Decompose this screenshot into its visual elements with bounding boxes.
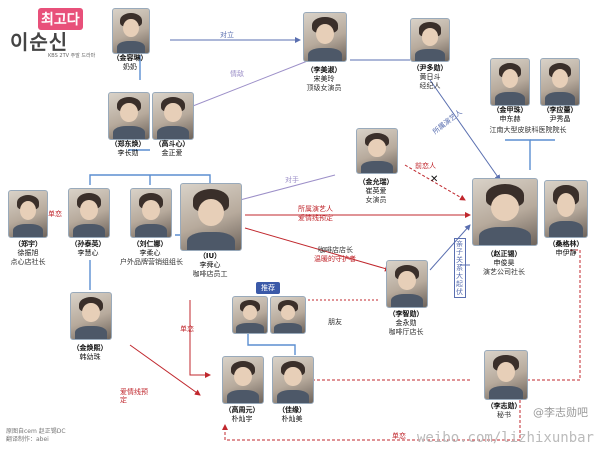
portrait-sang-ge-lin [544, 180, 588, 238]
portrait-gao-zhou-yuan [222, 356, 264, 404]
label-shouhuzhe: 温暖的守护者 [314, 255, 356, 263]
label-qianlianren: 前恋人 [415, 162, 436, 170]
caption-gao-dou-xin: （高斗心）金正爱 [154, 140, 190, 157]
portrait-parent-right [270, 296, 306, 334]
label-aiqingxian2: 爱情线预定 [120, 388, 148, 404]
edge-aiqingxian2 [129, 344, 201, 396]
label-duishou: 对手 [285, 176, 299, 184]
portrait-gao-dou-xin [152, 92, 194, 140]
caption-grandma: （金容琳）奶奶 [112, 54, 148, 71]
caption-li-zhi-xun: （李智勋）金永勋咖啡厅店长 [388, 310, 424, 336]
broken-cross-icon: ✕ [430, 174, 439, 185]
edge-kafei [244, 227, 391, 272]
label-danlian2: 单恋 [180, 325, 194, 333]
family-bottom [247, 330, 296, 355]
portrait-sun-tai-ying [68, 188, 110, 238]
edge-kim-zhao [429, 224, 471, 271]
caption-yin-duo-xun: （尹多勋）黄日斗经纪人 [412, 64, 448, 90]
portrait-li-zhi-xun [386, 260, 428, 308]
portrait-iu [180, 183, 242, 251]
label-guanxi: 情敌 [230, 70, 244, 78]
caption-li-mei-shu: （李美淑）宋美玲顶级女演员 [306, 66, 342, 92]
portrait-zheng-yu [8, 190, 48, 238]
portrait-zheng-dong-huan [108, 92, 150, 140]
portrait-jia-yuan [272, 356, 314, 404]
caption-zheng-dong-huan: （郑东焕）李长勋 [110, 140, 146, 157]
portrait-yin-duo-xun [410, 18, 450, 62]
caption-zheng-yu: （郑宇）徐振旭点心店社长 [10, 240, 46, 266]
portrait-grandma [112, 8, 150, 54]
logo-title-top: 최고다 [38, 8, 83, 30]
watermark-url: weibo.com/lizhixunbar [416, 430, 594, 446]
caption-liu-ren-na: （刘仁娜）李柔心户外品牌营销组组长 [120, 240, 183, 266]
portrait-parent-left [232, 296, 268, 334]
portrait-li-ying-tai [540, 58, 580, 106]
portrait-liu-ren-na [130, 188, 172, 238]
edge-yin-zhao [429, 79, 501, 181]
caption-li-ying-tai: （李应蕾）尹秀晶 [542, 106, 578, 123]
recommend-badge: 推荐 [256, 282, 280, 294]
portrait-li-zhi-xun2 [484, 350, 528, 400]
logo-subtitle: KBS 2TV 주말 드라마 [48, 53, 96, 59]
parents-bracket-right [505, 139, 531, 170]
caption-li-zhi-xun2: （李志勋）秘书 [486, 402, 522, 419]
edge-qianlianren [404, 164, 466, 201]
edge-danlian-bottom [222, 400, 521, 441]
portrait-jin-huan-xi [70, 292, 112, 340]
drama-logo: 최고다 이순신 KBS 2TV 주말 드라마 [8, 8, 100, 62]
label-danlian3: 单恋 [392, 432, 406, 440]
caption-hospital-director: 江南大型皮肤科医院院长 [489, 126, 567, 134]
caption-sang-ge-lin: （桑格林）申伊静 [548, 240, 584, 257]
caption-jin-yun-rui: （金允瑞）崔英爱女演员 [358, 178, 394, 204]
label-danlian1: 单恋 [48, 210, 62, 218]
logo-title-main: 이순신 [10, 30, 69, 54]
watermark-handle: @李志勋吧 [533, 406, 588, 419]
caption-iu: （IU）李舜心咖啡店员工 [192, 252, 228, 278]
label-duili: 对立 [220, 31, 234, 39]
label-suoshu2: 所属演艺人 [298, 205, 333, 213]
caption-zhao-zheng-xi: （赵正锡）申俊昊演艺公司社长 [483, 250, 525, 276]
caption-jia-yuan: （佳缘）朴灿美 [278, 406, 306, 423]
portrait-zhao-zheng-xi [472, 178, 538, 246]
label-vertical-box: 亲子关系大起伏 [454, 238, 466, 298]
credit-text: 原图自cem 赵正锡DC 翻译制作：abei [6, 428, 66, 443]
edge-duishou [239, 174, 336, 201]
portrait-li-mei-shu [303, 12, 347, 62]
caption-gao-zhou-yuan: （高周元）朴灿宇 [224, 406, 260, 423]
label-kafeidianzhang: 咖啡店店长 [318, 246, 353, 254]
portrait-jin-yun-rui [356, 128, 398, 174]
caption-jin-huan-xi: （金焕熙）韩幼珠 [72, 344, 108, 361]
caption-sun-tai-ying: （孙泰英）李慧心 [70, 240, 106, 257]
label-aiqingxian1: 爱情线预定 [298, 214, 333, 222]
edge-danlian-left [189, 300, 211, 378]
edge-danlian-right [519, 249, 581, 383]
label-pengyou: 朋友 [328, 318, 342, 326]
caption-jin-jia-zhu: （金甲珠）申东赫 [492, 106, 528, 123]
portrait-jin-jia-zhu [490, 58, 530, 106]
